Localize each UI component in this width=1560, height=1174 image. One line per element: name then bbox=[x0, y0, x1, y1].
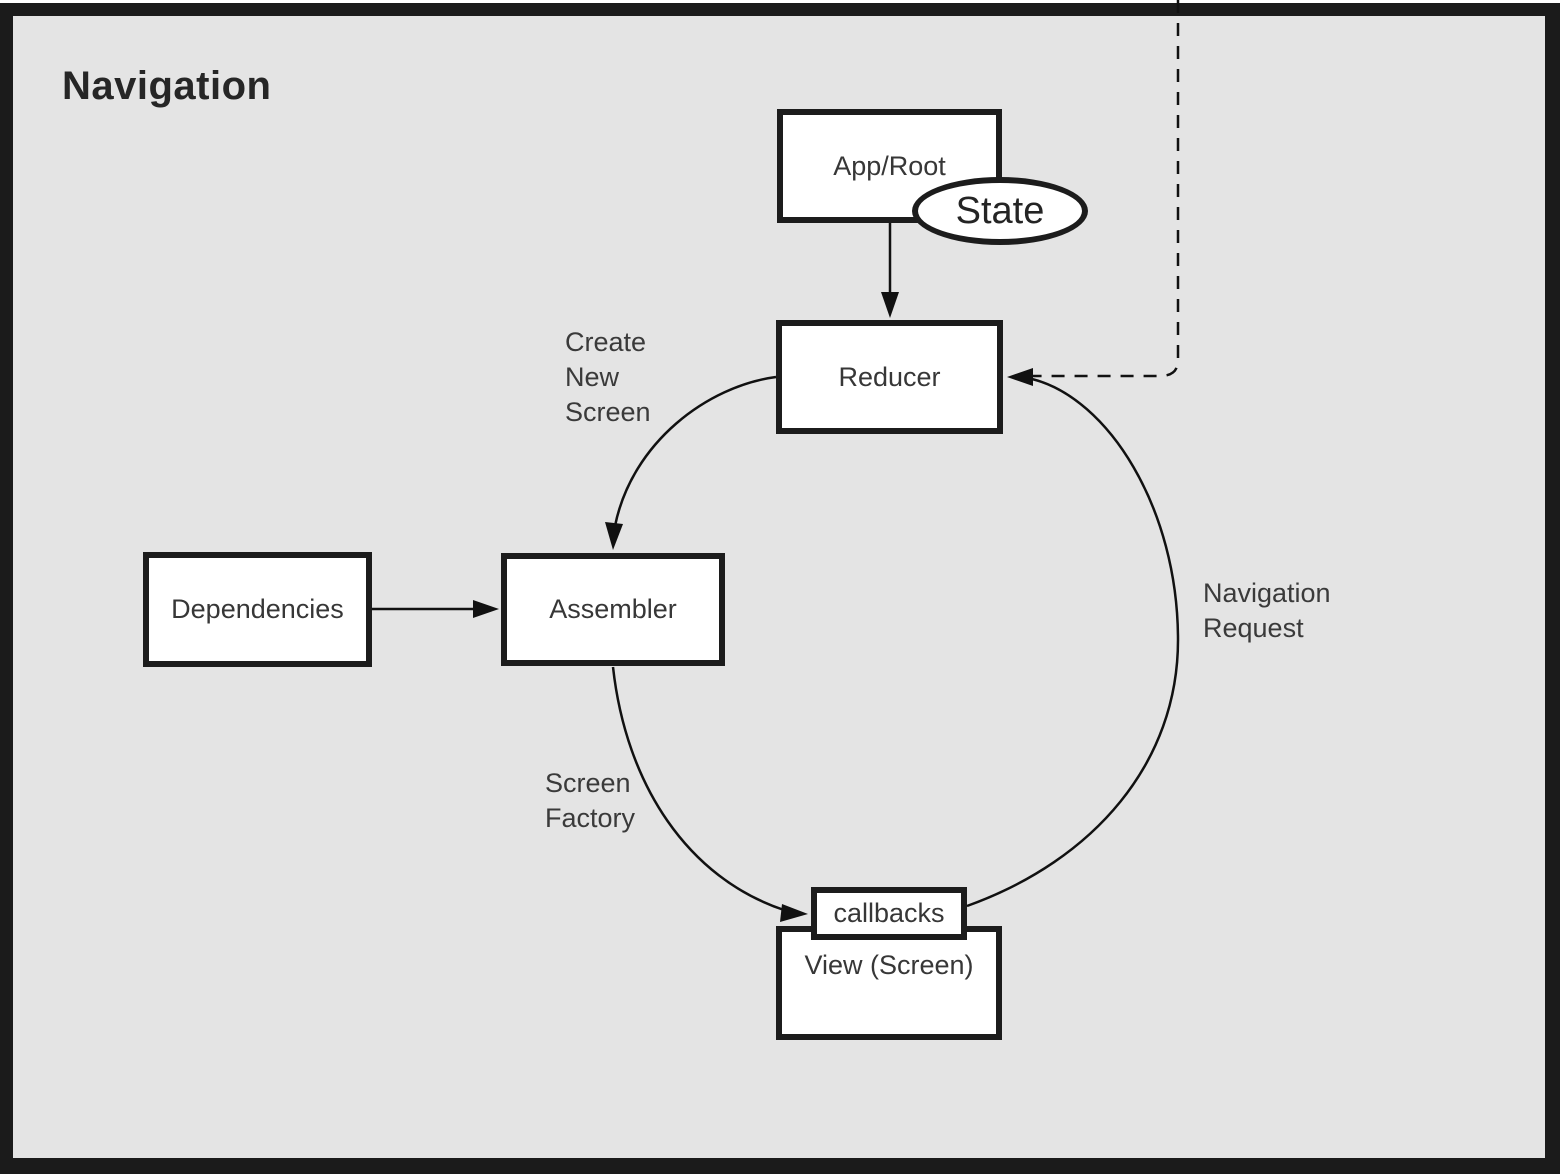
node-assembler: Assembler bbox=[501, 553, 725, 666]
node-dependencies: Dependencies bbox=[143, 552, 372, 667]
node-state-label: State bbox=[955, 189, 1045, 232]
edge-label-screen-factory: Screen Factory bbox=[545, 768, 636, 833]
edge-label-create-new-screen: Create New Screen bbox=[565, 327, 651, 427]
node-callbacks: callbacks bbox=[811, 887, 967, 940]
node-app-root-label: App/Root bbox=[833, 150, 946, 181]
node-dependencies-label: Dependencies bbox=[171, 594, 344, 624]
node-assembler-label: Assembler bbox=[549, 594, 677, 624]
edge-label-navigation-request: Navigation Request bbox=[1203, 578, 1331, 643]
node-reducer: Reducer bbox=[776, 320, 1003, 434]
page-title: Navigation bbox=[62, 64, 272, 108]
node-view-screen-label: View (Screen) bbox=[804, 950, 974, 980]
node-callbacks-label: callbacks bbox=[833, 898, 945, 928]
node-state-ellipse: State bbox=[912, 177, 1088, 245]
node-view-screen: View (Screen) bbox=[776, 926, 1002, 1040]
node-reducer-label: Reducer bbox=[838, 361, 941, 392]
